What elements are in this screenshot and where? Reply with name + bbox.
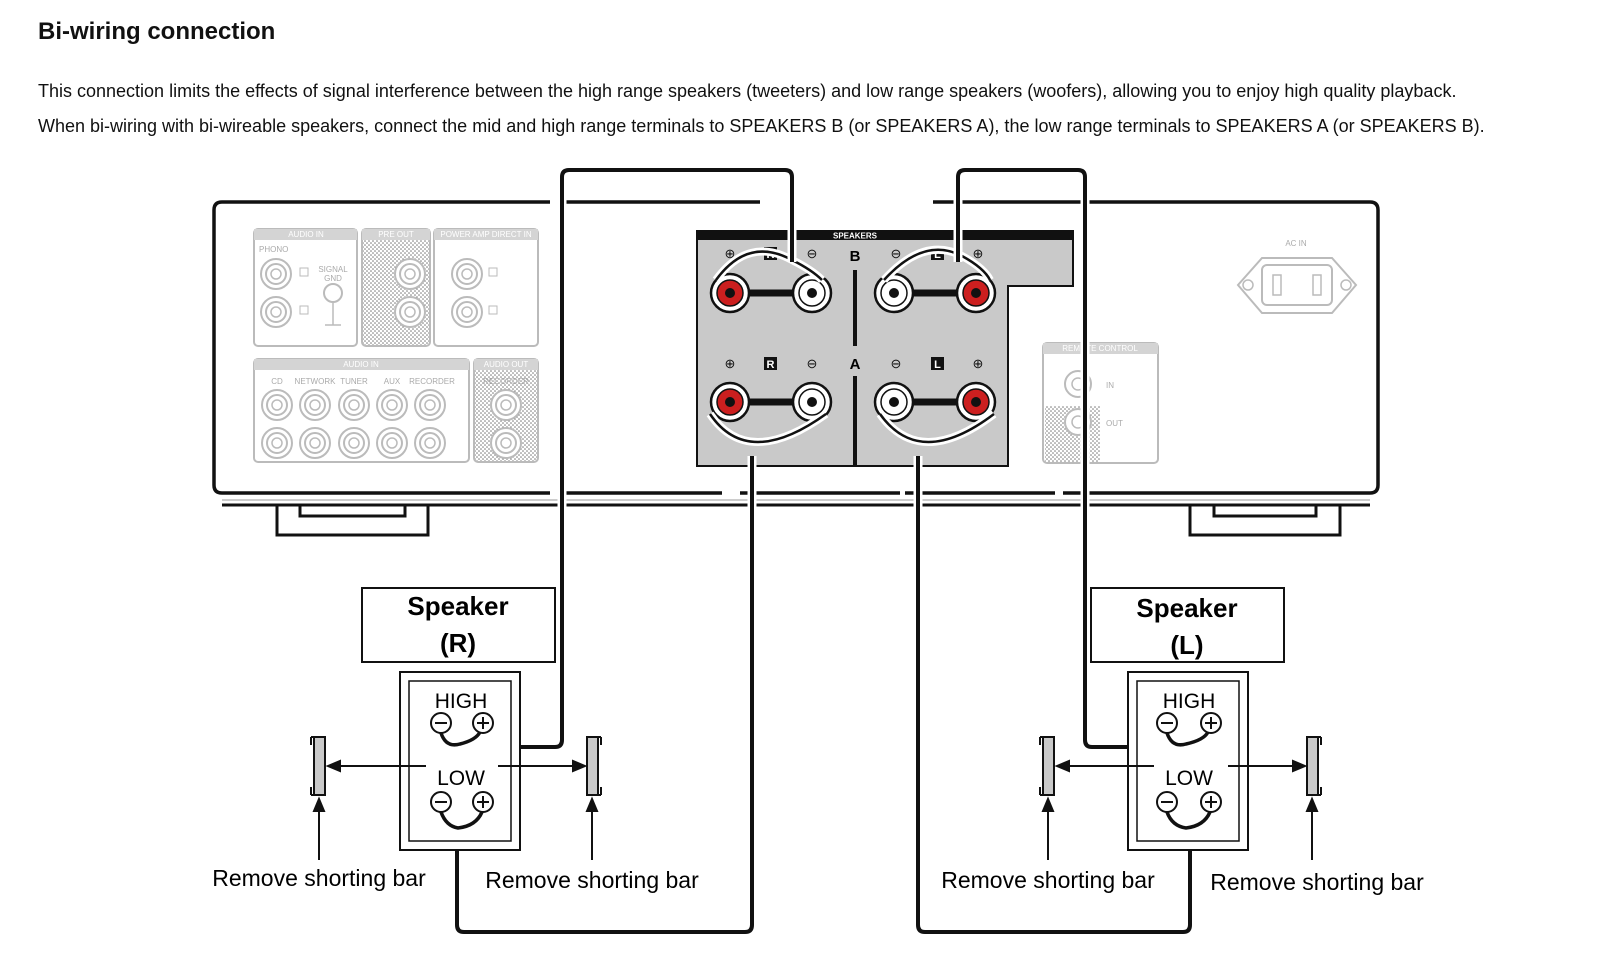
- speaker-r-low-minus-terminal: [430, 791, 452, 813]
- phono-label: PHONO: [259, 245, 288, 254]
- instruction-paragraph: When bi-wiring with bi-wireable speakers…: [38, 116, 1485, 136]
- audio-out-label: AUDIO OUT: [484, 360, 529, 369]
- speaker-cables: [452, 165, 1195, 937]
- input-cd-label: CD: [271, 377, 283, 386]
- terminal-b-r-plus: [709, 272, 751, 314]
- rc-out-label: OUT: [1106, 419, 1123, 428]
- speaker-l-channel: (L): [1170, 630, 1203, 660]
- remote-control-label: REMOTE CONTROL: [1062, 344, 1138, 353]
- svg-text:⊖: ⊖: [891, 246, 902, 261]
- speaker-r-channel: (R): [440, 628, 476, 658]
- speaker-l-low-plus-terminal: [1200, 791, 1222, 813]
- rc-in-label: IN: [1106, 381, 1114, 390]
- speaker-l-low-label: LOW: [1165, 767, 1213, 790]
- pre-out-l-jack: [394, 258, 426, 290]
- speakers-label: SPEAKERS: [833, 232, 878, 241]
- speaker-r-title: Speaker: [407, 591, 508, 621]
- audio-input-section: AUDIO IN PHONO SIGNAL GND PRE OUT POWER …: [253, 228, 539, 463]
- bank-a-label: A: [850, 356, 861, 373]
- svg-text:⊕: ⊕: [973, 356, 984, 371]
- svg-text:⊕: ⊕: [725, 246, 736, 261]
- speaker-r-high-label: HIGH: [435, 690, 488, 713]
- remote-control-section: REMOTE CONTROL IN OUT: [1042, 342, 1159, 464]
- callout-remove-shorting-bar-2: Remove shorting bar: [485, 867, 699, 893]
- svg-text:⊕: ⊕: [725, 356, 736, 371]
- terminal-b-l-minus: [873, 272, 915, 314]
- amplifier-rear-panel: [212, 200, 1380, 537]
- gnd-label: GND: [324, 274, 342, 283]
- bank-b-label: B: [850, 248, 861, 265]
- page-title: Bi-wiring connection: [38, 18, 276, 45]
- speaker-l-high-plus-terminal: [1200, 712, 1222, 734]
- input-recorder-label: RECORDER: [409, 377, 455, 386]
- callout-remove-shorting-bar-1: Remove shorting bar: [212, 865, 426, 891]
- power-amp-direct-in-label: POWER AMP DIRECT IN: [440, 230, 531, 239]
- speaker-r: Speaker (R) HIGH LOW: [361, 587, 556, 851]
- speaker-l-low-minus-terminal: [1156, 791, 1178, 813]
- input-tuner-label: TUNER: [340, 377, 368, 386]
- audio-in-bottom-label: AUDIO IN: [343, 360, 379, 369]
- ac-inlet: AC IN: [1236, 239, 1358, 314]
- terminal-a-r-minus: [791, 381, 833, 423]
- speaker-l-high-label: HIGH: [1163, 690, 1216, 713]
- audio-out-recorder-label: RECORDER: [483, 377, 529, 386]
- input-aux-label: AUX: [384, 377, 401, 386]
- phono-l-jack: [260, 258, 292, 290]
- shorting-bar-l-left: [1039, 736, 1055, 796]
- svg-text:⊖: ⊖: [891, 356, 902, 371]
- svg-text:⊖: ⊖: [807, 356, 818, 371]
- signal-label: SIGNAL: [318, 265, 348, 274]
- bank-a-channel-r: R: [767, 359, 775, 371]
- speaker-r-high-minus-terminal: [430, 712, 452, 734]
- speaker-r-low-plus-terminal: [472, 791, 494, 813]
- speaker-l: Speaker (L) HIGH LOW: [1090, 587, 1285, 851]
- ac-in-label: AC IN: [1285, 239, 1307, 248]
- speaker-r-low-label: LOW: [437, 767, 485, 790]
- intro-paragraph: This connection limits the effects of si…: [38, 81, 1457, 101]
- terminal-a-r-plus: [709, 381, 751, 423]
- bank-b-channel-l: L: [934, 249, 941, 261]
- audio-in-top-label: AUDIO IN: [288, 230, 324, 239]
- speaker-r-high-plus-terminal: [472, 712, 494, 734]
- terminal-b-r-minus: [791, 272, 833, 314]
- callout-remove-shorting-bar-3: Remove shorting bar: [941, 867, 1155, 893]
- svg-text:⊕: ⊕: [973, 246, 984, 261]
- shorting-bars: [310, 736, 1322, 860]
- speaker-l-high-minus-terminal: [1156, 712, 1178, 734]
- pre-out-r-jack: [394, 296, 426, 328]
- terminal-b-l-plus: [955, 272, 997, 314]
- terminal-a-l-plus: [955, 381, 997, 423]
- pre-out-label: PRE OUT: [378, 230, 414, 239]
- gnd-terminal: [323, 283, 343, 303]
- shorting-bar-r-left: [310, 736, 326, 796]
- terminal-a-l-minus: [873, 381, 915, 423]
- input-network-label: NETWORK: [295, 377, 337, 386]
- power-amp-l-jack: [451, 258, 483, 290]
- phono-r-jack: [260, 296, 292, 328]
- callout-remove-shorting-bar-4: Remove shorting bar: [1210, 869, 1424, 895]
- power-amp-r-jack: [451, 296, 483, 328]
- speaker-l-title: Speaker: [1136, 593, 1237, 623]
- shorting-bar-r-right: [586, 736, 602, 796]
- svg-text:⊖: ⊖: [807, 246, 818, 261]
- shorting-bar-l-right: [1306, 736, 1322, 796]
- bank-a-channel-l: L: [934, 359, 941, 371]
- speaker-terminal-panel: SPEAKERS B A ⊕⊖ ⊖⊕ ⊕⊖ ⊖⊕ R L R L: [696, 230, 1074, 467]
